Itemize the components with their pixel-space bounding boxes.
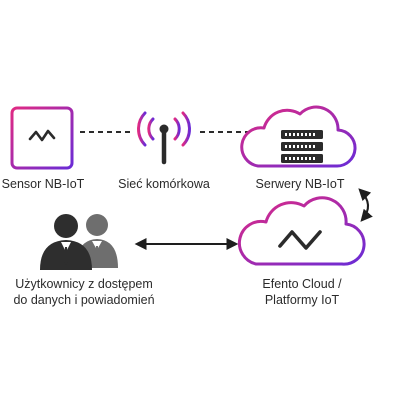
network-label: Sieć komórkowa	[118, 177, 210, 191]
cell-tower-icon	[137, 111, 191, 165]
servers-cloud	[240, 105, 357, 168]
servers-label: Serwery NB-IoT	[255, 177, 345, 191]
users-icon	[40, 214, 118, 270]
efento-cloud-outline	[237, 196, 366, 266]
efento-cloud	[237, 196, 366, 266]
servers-cloud-arrow	[358, 188, 373, 222]
users-label-line1: Użytkownicy z dostępem	[15, 277, 153, 291]
efento-signal-icon	[278, 230, 322, 250]
sensor-label: Sensor NB-IoT	[1, 177, 85, 191]
cloud-label-line1: Efento Cloud /	[262, 277, 342, 291]
cloud-label-line2: Platformy IoT	[264, 293, 340, 307]
sensor-signal-icon	[28, 129, 56, 142]
sensor-node	[10, 106, 74, 170]
users-label-line2: do danych i powiadomień	[13, 293, 155, 307]
server-rack-icon	[281, 130, 323, 163]
